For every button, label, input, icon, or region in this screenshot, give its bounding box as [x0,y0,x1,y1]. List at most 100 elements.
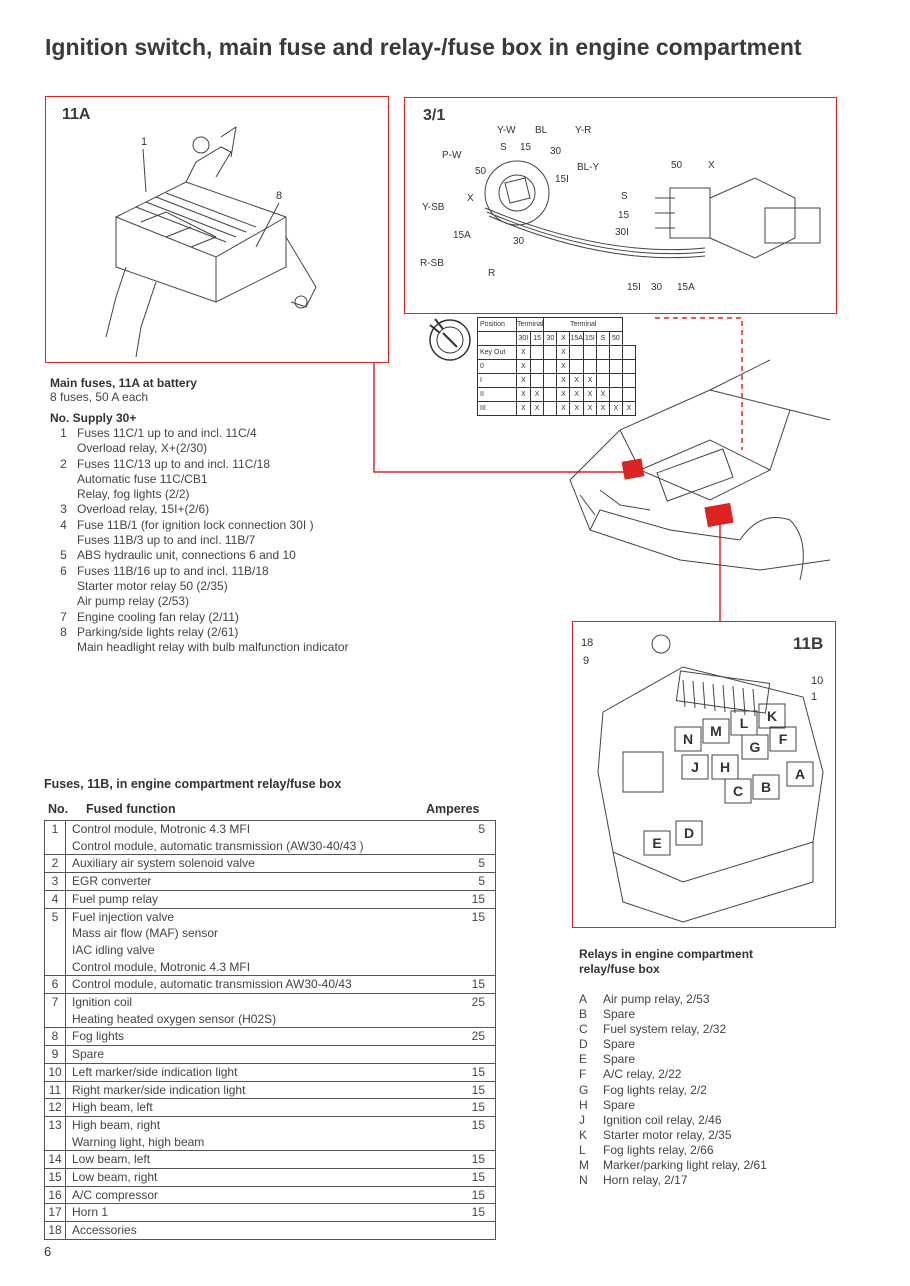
relay-description: Spare [603,1007,636,1022]
supply-item-number: 2 [60,456,67,471]
wire-yr: Y-R [575,125,591,136]
fuse-function-line: Low beam, left [72,1152,151,1167]
fuse-amperes: 5 [434,819,496,856]
term-cell [529,359,545,374]
relay-socket [643,830,671,856]
fuse-function: Fog lights [65,1027,434,1047]
table-row: 2 Auxiliary air system solenoid valve 5 [44,854,496,874]
term-cell: X [569,387,584,402]
relay-socket-label: G [750,739,761,755]
fuse-number: 8 [44,1027,66,1047]
fuse-function: A/C compressor [65,1185,434,1205]
supply-item-line: Parking/side lights relay (2/61) [77,624,239,639]
panel-31 [404,97,837,314]
relay-letter: G [579,1082,589,1097]
fuse-function-line: Fuel pump relay [72,891,159,906]
term-15: 15 [618,210,630,221]
fuse-function: Right marker/side indication light [65,1080,434,1100]
relay-socket-label: F [779,731,788,747]
supply-item-number: 8 [60,624,67,639]
panel-11b [572,621,836,928]
fuse-function: Horn 1 [65,1203,434,1223]
relay-socket-label: D [684,825,694,841]
terminal-position-table: Position Terminal Terminal 30I 15 30 X 1… [477,317,636,416]
supply-item-number: 3 [60,502,67,517]
relay-socket [681,754,709,780]
fuse-number: 1 [44,819,66,856]
relay-letter: K [579,1127,588,1142]
fuse-function-line: Mass air flow (MAF) sensor [72,926,219,941]
supply-item-number: 5 [60,548,67,563]
relay-description: Marker/parking light relay, 2/61 [603,1158,767,1173]
relay-socket [752,774,780,800]
relay-description: Fuel system relay, 2/32 [603,1022,727,1037]
fuse-function-line: High beam, left [72,1100,153,1115]
fuse-amperes: 15 [434,1080,496,1100]
wire-pw: P-W [442,150,462,161]
fuse-function-line: Auxiliary air system solenoid valve [72,856,255,871]
fuse-function-line: IAC idling valve [72,942,155,957]
term-header-position: Position [477,317,517,332]
supply-item-line: Starter motor relay 50 (2/35) [77,578,228,593]
supply-item-line: Air pump relay (2/53) [77,594,190,609]
relay-description: Starter motor relay, 2/35 [603,1127,732,1142]
fuse-function: Left marker/side indication light [65,1062,434,1082]
term-cell [543,401,558,416]
relay-letter: J [579,1112,585,1127]
relay-socket-label: H [720,759,730,775]
term-row-position: II [477,387,517,402]
fuse-number: 9 [44,1045,66,1064]
fuse-number: 16 [44,1185,66,1205]
wire-15: 15 [520,142,532,153]
fuse-number: 6 [44,975,66,995]
term-cell: X [516,359,531,374]
fuse-amperes: 5 [434,854,496,874]
term-row-position: 0 [477,359,517,374]
panel-11a [45,96,389,363]
fuse-amperes: 15 [434,1115,496,1152]
fuse-number: 18 [44,1221,66,1240]
supply-item-number: 1 [60,426,67,440]
supply-item-number: 7 [60,609,67,624]
term-cell: X [529,387,545,402]
callout-8: 8 [276,190,282,202]
relay-socket-label: E [652,835,661,851]
main-fuse-box-drawing: 1 8 [105,125,317,358]
fuse-function-line: Heating heated oxygen sensor (H02S) [72,1011,277,1026]
relay-socket [758,703,786,729]
fuse-function: Control module, automatic transmission A… [65,975,434,995]
supply-item-line: Fuses 11C/13 up to and incl. 11C/18 [77,456,271,471]
supply-item-line: Fuses 11C/1 up to and incl. 11C/4 [77,426,257,440]
relay-description: Fog lights relay, 2/2 [603,1082,707,1097]
col-func-header: Fused function [86,802,176,816]
term-col: 15 [529,331,545,346]
term-cell: X [529,401,545,416]
fuse-number: 5 [44,907,66,977]
relay-letter: L [579,1142,586,1157]
relay-letter: C [579,1022,588,1037]
term-cell [543,373,558,388]
term-x: X [708,160,715,171]
term-row-position: III [477,401,517,416]
relay-socket [675,820,703,846]
fuse-function: Fuel pump relay [65,889,434,909]
fuse-function-line: Accessories [72,1223,137,1238]
fuse-number: 4 [44,889,66,909]
main-fuses-subheading: 8 fuses, 50 A each [50,390,149,404]
fuse-function-line: A/C compressor [72,1187,159,1202]
panel-31-label: 3/1 [423,107,446,124]
fuse-number: 2 [44,854,66,874]
